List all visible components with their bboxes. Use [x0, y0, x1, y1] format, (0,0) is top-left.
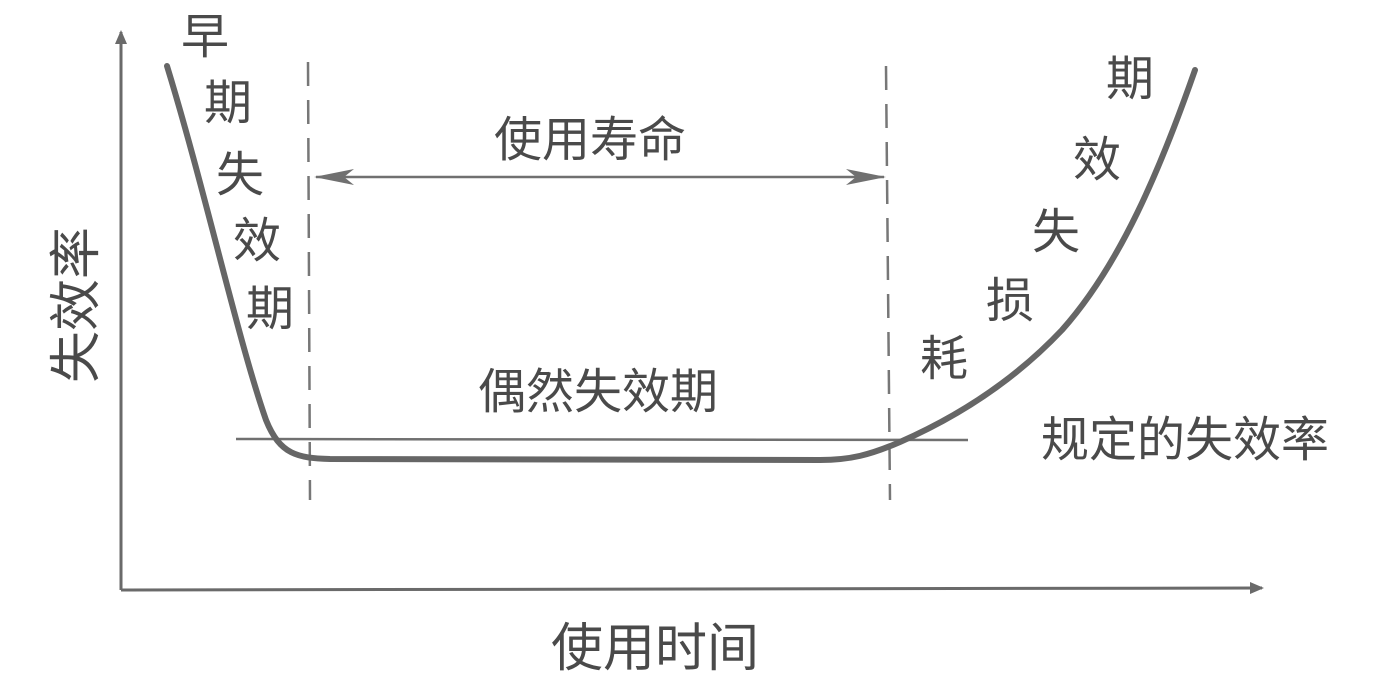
useful-life-end-dashed-line	[884, 65, 892, 501]
svg-text:期: 期	[1106, 51, 1154, 107]
specified-failure-rate-line	[235, 437, 969, 442]
svg-text:期: 期	[204, 75, 252, 131]
x-axis-label: 使用时间	[551, 619, 759, 679]
early-failure-label: 早 期 失 效 期	[181, 9, 294, 337]
specified-failure-rate-label: 规定的失效率	[1041, 412, 1329, 468]
svg-text:损: 损	[986, 273, 1034, 329]
y-axis-label: 失效率	[47, 227, 107, 383]
svg-text:失: 失	[216, 147, 264, 203]
svg-text:早: 早	[181, 9, 229, 65]
useful-life-label: 使用寿命	[494, 112, 686, 168]
svg-text:耗: 耗	[920, 331, 968, 387]
svg-text:效: 效	[1073, 132, 1121, 188]
svg-text:失效率: 失效率	[47, 227, 107, 383]
useful-life-start-dashed-line	[306, 61, 312, 501]
x-axis	[120, 582, 1264, 595]
wearout-failure-label: 耗 损 失 效 期	[920, 51, 1154, 387]
svg-text:期: 期	[246, 281, 294, 337]
svg-text:效: 效	[233, 213, 281, 269]
svg-text:失: 失	[1032, 204, 1080, 260]
bathtub-curve	[164, 63, 1198, 463]
random-failure-label: 偶然失效期	[478, 364, 718, 420]
